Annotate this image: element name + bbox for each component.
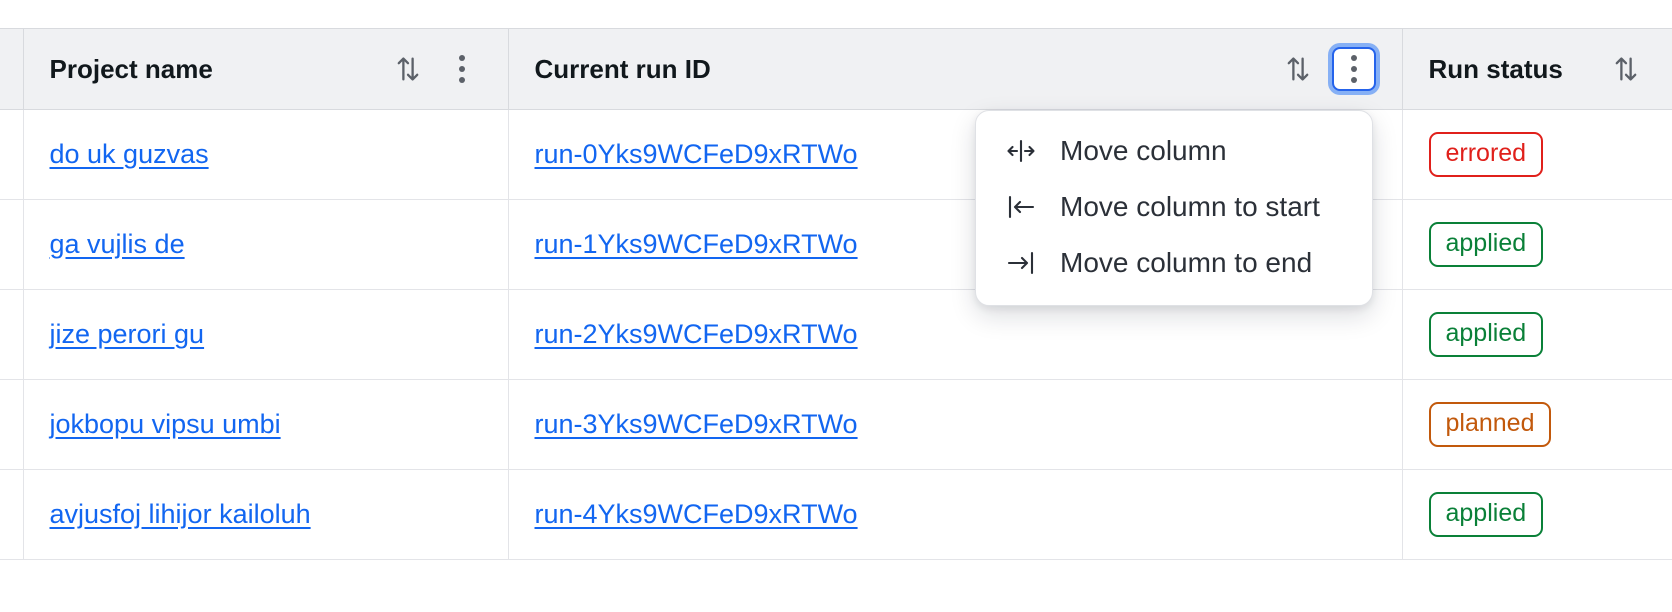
status-badge: planned: [1428, 401, 1552, 448]
sort-icon-run-status[interactable]: [1606, 49, 1646, 89]
menu-item-move-column-to-start-label: Move column to start: [1060, 191, 1320, 222]
row-gutter-cell: [0, 379, 24, 470]
header-gutter: [0, 28, 24, 110]
menu-item-move-column[interactable]: Move column: [976, 123, 1372, 179]
cell-run-status: applied: [1402, 199, 1672, 290]
table-row: ga vujlis de run-1Yks9WCFeD9xRTWo applied: [0, 199, 1672, 290]
row-gutter-cell: [0, 199, 24, 290]
header-current-run-id[interactable]: Current run ID: [508, 28, 1403, 110]
row-gutter-cell: [0, 289, 24, 380]
header-project-name[interactable]: Project name: [23, 28, 509, 110]
header-project-name-label: Project name: [49, 53, 213, 84]
cell-project-name: jize perori gu: [23, 289, 509, 380]
move-column-to-start-icon: [1004, 190, 1038, 224]
status-badge: applied: [1428, 311, 1544, 358]
sort-icon-project-name[interactable]: [388, 49, 428, 89]
run-id-link[interactable]: run-3Yks9WCFeD9xRTWo: [534, 409, 858, 439]
cell-run-status: applied: [1402, 289, 1672, 380]
kebab-menu-icon: [1350, 55, 1357, 83]
menu-item-move-column-to-end[interactable]: Move column to end: [976, 235, 1372, 291]
status-badge: applied: [1428, 491, 1544, 538]
run-id-link[interactable]: run-0Yks9WCFeD9xRTWo: [534, 139, 858, 169]
table-row: jize perori gu run-2Yks9WCFeD9xRTWo applie…: [0, 289, 1672, 380]
cell-run-status: applied: [1402, 469, 1672, 560]
header-row: Project name: [0, 28, 1672, 110]
column-context-menu[interactable]: Move column Move column to start Move co…: [975, 110, 1373, 306]
table-row: do uk guzvas run-0Yks9WCFeD9xRTWo errored: [0, 109, 1672, 200]
header-current-run-id-label: Current run ID: [534, 53, 711, 84]
menu-item-move-column-label: Move column: [1060, 135, 1227, 166]
cell-project-name: ga vujlis de: [23, 199, 509, 290]
cell-run-status: errored: [1402, 109, 1672, 200]
move-column-icon: [1004, 134, 1038, 168]
status-badge: applied: [1428, 221, 1544, 268]
table-row: jokbopu vipsu umbi run-3Yks9WCFeD9xRTWo pl…: [0, 379, 1672, 470]
table-header: Project name: [0, 28, 1672, 110]
cell-project-name: jokbopu vipsu umbi: [23, 379, 509, 470]
kebab-menu-icon: [458, 55, 465, 83]
cell-current-run-id: run-3Yks9WCFeD9xRTWo: [508, 379, 1403, 470]
row-gutter-cell: [0, 469, 24, 560]
menu-item-move-column-to-end-label: Move column to end: [1060, 247, 1313, 278]
header-run-status-label: Run status: [1428, 53, 1563, 84]
table-body: do uk guzvas run-0Yks9WCFeD9xRTWo errored g…: [0, 109, 1672, 560]
sort-icon-current-run-id[interactable]: [1278, 49, 1318, 89]
move-column-to-end-icon: [1004, 246, 1038, 280]
project-name-link[interactable]: ga vujlis de: [49, 229, 185, 259]
table-container: Project name: [0, 28, 1672, 560]
project-name-link[interactable]: jize perori gu: [49, 319, 205, 349]
cell-current-run-id: run-4Yks9WCFeD9xRTWo: [508, 469, 1403, 560]
projects-table: Project name: [0, 28, 1672, 560]
run-id-link[interactable]: run-2Yks9WCFeD9xRTWo: [534, 319, 858, 349]
column-menu-button-current-run-id[interactable]: [1331, 47, 1376, 91]
table-row: avjusfoj lihijor kailoluh run-4Yks9WCFeD9…: [0, 469, 1672, 560]
run-id-link[interactable]: run-4Yks9WCFeD9xRTWo: [534, 499, 858, 529]
project-name-link[interactable]: jokbopu vipsu umbi: [49, 409, 281, 439]
cell-project-name: avjusfoj lihijor kailoluh: [23, 469, 509, 560]
cell-run-status: planned: [1402, 379, 1672, 470]
project-name-link[interactable]: do uk guzvas: [49, 139, 209, 169]
row-gutter-cell: [0, 109, 24, 200]
header-run-status[interactable]: Run status: [1402, 28, 1672, 110]
status-badge: errored: [1428, 131, 1544, 178]
column-menu-button-project-name[interactable]: [442, 49, 482, 89]
cell-project-name: do uk guzvas: [23, 109, 509, 200]
menu-item-move-column-to-start[interactable]: Move column to start: [976, 179, 1372, 235]
project-name-link[interactable]: avjusfoj lihijor kailoluh: [49, 499, 311, 529]
run-id-link[interactable]: run-1Yks9WCFeD9xRTWo: [534, 229, 858, 259]
